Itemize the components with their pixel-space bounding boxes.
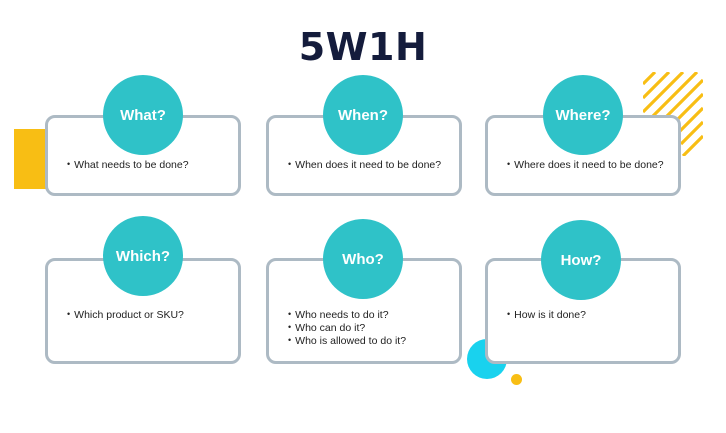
yellow-dot-decoration — [511, 374, 522, 385]
yellow-rectangle-decoration — [14, 129, 48, 189]
when-heading: When? — [338, 106, 388, 124]
what-items: What needs to be done? — [67, 159, 188, 172]
list-item: Which product or SKU? — [67, 309, 184, 322]
how-bubble: How? — [541, 220, 621, 300]
list-item: What needs to be done? — [67, 159, 188, 172]
who-bubble: Who? — [323, 219, 403, 299]
where-items: Where does it need to be done? — [507, 159, 663, 172]
how-items: How is it done? — [507, 309, 586, 322]
list-item: When does it need to be done? — [288, 159, 441, 172]
who-heading: Who? — [342, 250, 384, 268]
what-bubble: What? — [103, 75, 183, 155]
list-item: Who is allowed to do it? — [288, 335, 406, 348]
list-item: Who needs to do it? — [288, 309, 406, 322]
when-items: When does it need to be done? — [288, 159, 441, 172]
how-heading: How? — [560, 251, 602, 269]
which-heading: Which? — [115, 247, 171, 265]
who-items: Who needs to do it? Who can do it? Who i… — [288, 309, 406, 348]
diagram-title: 5W1H — [298, 25, 428, 69]
where-heading: Where? — [555, 106, 611, 124]
list-item: How is it done? — [507, 309, 586, 322]
list-item: Where does it need to be done? — [507, 159, 663, 172]
what-heading: What? — [120, 106, 166, 124]
which-items: Which product or SKU? — [67, 309, 184, 322]
list-item: Who can do it? — [288, 322, 406, 335]
when-bubble: When? — [323, 75, 403, 155]
which-bubble: Which? — [103, 216, 183, 296]
where-bubble: Where? — [543, 75, 623, 155]
